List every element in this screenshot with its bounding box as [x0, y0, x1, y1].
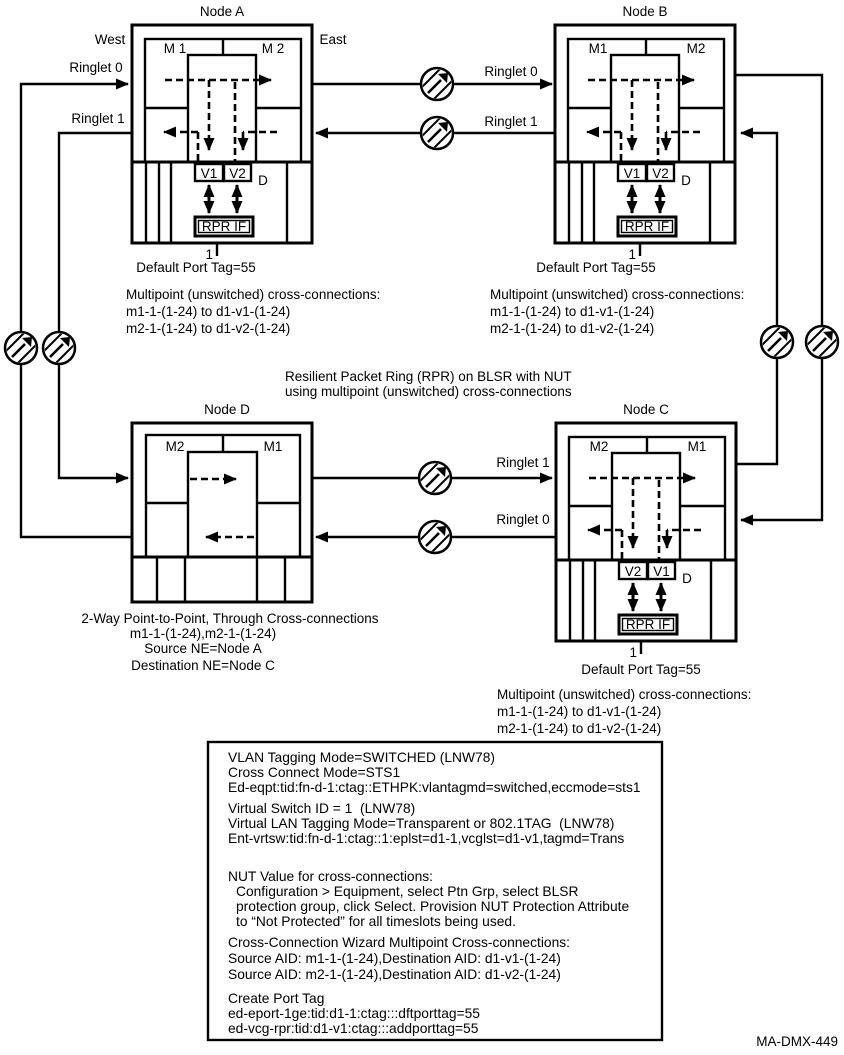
node-c-rpr-if-label: RPR IF — [626, 617, 670, 632]
note-line: m2-1-(1-24) to d1-v2-(1-24) — [497, 721, 661, 736]
note-line: m2-1-(1-24) to d1-v2-(1-24) — [490, 321, 654, 336]
node-a-m1-label: M 1 — [164, 41, 187, 56]
note-line: m2-1-(1-24) to d1-v2-(1-24) — [126, 321, 290, 336]
config-line: NUT Value for cross-connections: — [228, 869, 433, 884]
note-line: Multipoint (unswitched) cross-connection… — [497, 687, 751, 702]
note-line: m1-1-(1-24) to d1-v1-(1-24) — [126, 304, 290, 319]
fiber-splice-icon — [806, 326, 838, 358]
node-d-labels: Node D M2 M1 — [166, 402, 283, 454]
caption-line: using multipoint (unswitched) cross-conn… — [285, 384, 572, 399]
node-b-labels: Node B M1 M2 V1 V2 D RPR IF 1 Default Po… — [536, 4, 705, 275]
node-a-connection-notes: Multipoint (unswitched) cross-connection… — [126, 287, 380, 336]
node-c-port-label: 1 — [629, 645, 637, 660]
node-b-m1-label: M1 — [589, 41, 608, 56]
node-c-port-tag: Default Port Tag=55 — [581, 662, 700, 677]
node-a-port-label: 1 — [205, 247, 213, 262]
node-b-v1-label: V1 — [624, 166, 641, 181]
fiber-splice-icon — [419, 462, 451, 494]
ringlet1-label-left: Ringlet 1 — [71, 111, 124, 126]
node-b-v2-label: V2 — [652, 166, 669, 181]
note-line: 2-Way Point-to-Point, Through Cross-conn… — [81, 611, 378, 626]
ringlet1-label-dc: Ringlet 1 — [496, 455, 549, 470]
node-c-m1-label: M1 — [688, 439, 707, 454]
ringlet0-line-d-to-a — [19, 78, 132, 539]
config-line: Configuration > Equipment, select Ptn Gr… — [236, 884, 578, 899]
node-d-m1-label: M1 — [264, 439, 283, 454]
config-line: to “Not Protected” for all timeslots bei… — [236, 914, 516, 929]
config-line: Virtual Switch ID = 1 (LNW78) — [228, 801, 415, 816]
config-line: Source AID: m2-1-(1-24),Destination AID:… — [228, 967, 561, 982]
note-line: Destination NE=Node C — [131, 658, 275, 673]
node-c-v1-label: V1 — [653, 564, 670, 579]
node-d-frame — [132, 423, 312, 602]
node-b-port-label: 1 — [628, 247, 636, 262]
node-b-rpr-if-label: RPR IF — [625, 219, 669, 234]
note-line: m1-1-(1-24) to d1-v1-(1-24) — [490, 304, 654, 319]
node-a-m2-label: M 2 — [262, 41, 285, 56]
node-b-card-label: D — [681, 173, 691, 188]
config-line: Cross-Connection Wizard Multipoint Cross… — [228, 935, 570, 950]
figure-id: MA-DMX-449 — [756, 1034, 838, 1049]
node-c-card-label: D — [682, 571, 692, 586]
node-d-m2-label: M2 — [166, 439, 185, 454]
fiber-splice-icon — [43, 332, 75, 364]
node-a-title: Node A — [200, 4, 244, 19]
config-line: Cross Connect Mode=STS1 — [228, 765, 400, 780]
node-a-labels: Node A M 1 M 2 V1 V2 D RPR IF 1 Default … — [136, 4, 284, 275]
config-line: Create Port Tag — [228, 991, 324, 1006]
node-c-v2-label: V2 — [625, 564, 642, 579]
diagram-caption: Resilient Packet Ring (RPR) on BLSR with… — [285, 369, 572, 399]
node-b-connection-notes: Multipoint (unswitched) cross-connection… — [490, 287, 744, 336]
fiber-splice-icon — [421, 117, 453, 149]
node-a-v1-label: V1 — [201, 166, 218, 181]
east-label: East — [319, 32, 346, 47]
ringlet1-line-c-to-b — [736, 127, 779, 466]
fiber-splice-icon — [761, 326, 793, 358]
west-label: West — [95, 32, 126, 47]
fiber-splice-icon — [419, 521, 451, 553]
config-line: ed-eport-1ge:tid:d1-1:ctag:::dftporttag=… — [228, 1006, 480, 1021]
ringlet0-label-ab: Ringlet 0 — [484, 64, 537, 79]
config-line: VLAN Tagging Mode=SWITCHED (LNW78) — [228, 750, 495, 765]
node-b-title: Node B — [622, 4, 667, 19]
node-c-labels: Node C M2 M1 V2 V1 D RPR IF 1 Default Po… — [581, 402, 706, 677]
node-a-card-label: D — [258, 173, 268, 188]
config-line: Source AID: m1-1-(1-24),Destination AID:… — [228, 951, 561, 966]
node-b-port-tag: Default Port Tag=55 — [536, 260, 655, 275]
note-line: m1-1-(1-24),m2-1-(1-24) — [130, 626, 276, 641]
node-c-m2-label: M2 — [590, 439, 609, 454]
config-line: ed-vcg-rpr:tid:d1-v1:ctag:::addporttag=5… — [228, 1021, 479, 1036]
config-line: protection group, click Select. Provisio… — [236, 899, 629, 914]
caption-line: Resilient Packet Ring (RPR) on BLSR with… — [285, 369, 572, 384]
config-box-text: VLAN Tagging Mode=SWITCHED (LNW78) Cross… — [228, 750, 641, 1036]
config-line: Virtual LAN Tagging Mode=Transparent or … — [228, 816, 614, 831]
fiber-splice-icon — [421, 68, 453, 100]
node-a-rpr-if-label: RPR IF — [202, 219, 246, 234]
node-a-v2-label: V2 — [229, 166, 246, 181]
node-c-connection-notes: Multipoint (unswitched) cross-connection… — [497, 687, 751, 736]
node-c-title: Node C — [623, 402, 669, 417]
node-b-m2-label: M2 — [687, 41, 706, 56]
config-line: Ed-eqpt:tid:fn-d-1:ctag::ETHPK:vlantagmd… — [228, 780, 641, 795]
ringlet0-line-b-to-c — [735, 73, 824, 526]
config-box — [206, 740, 664, 1042]
note-line: Source NE=Node A — [144, 641, 261, 656]
ringlet1-line-a-to-d — [57, 131, 132, 484]
node-a-port-tag: Default Port Tag=55 — [136, 260, 255, 275]
direction-labels: West East Ringlet 0 Ringlet 1 Ringlet 0 … — [69, 32, 549, 527]
ringlet0-label-left: Ringlet 0 — [69, 60, 122, 75]
node-d-connection-notes: 2-Way Point-to-Point, Through Cross-conn… — [81, 611, 378, 673]
ringlet0-label-dc: Ringlet 0 — [496, 512, 549, 527]
fiber-splice-icon — [5, 332, 37, 364]
ringlet1-label-ab: Ringlet 1 — [484, 114, 537, 129]
note-line: m1-1-(1-24) to d1-v1-(1-24) — [497, 704, 661, 719]
note-line: Multipoint (unswitched) cross-connection… — [490, 287, 744, 302]
config-line: Ent-vrtsw:tid:fn-d-1:ctag::1:eplst=d1-1,… — [228, 831, 624, 846]
node-d-title: Node D — [204, 402, 250, 417]
note-line: Multipoint (unswitched) cross-connection… — [126, 287, 380, 302]
